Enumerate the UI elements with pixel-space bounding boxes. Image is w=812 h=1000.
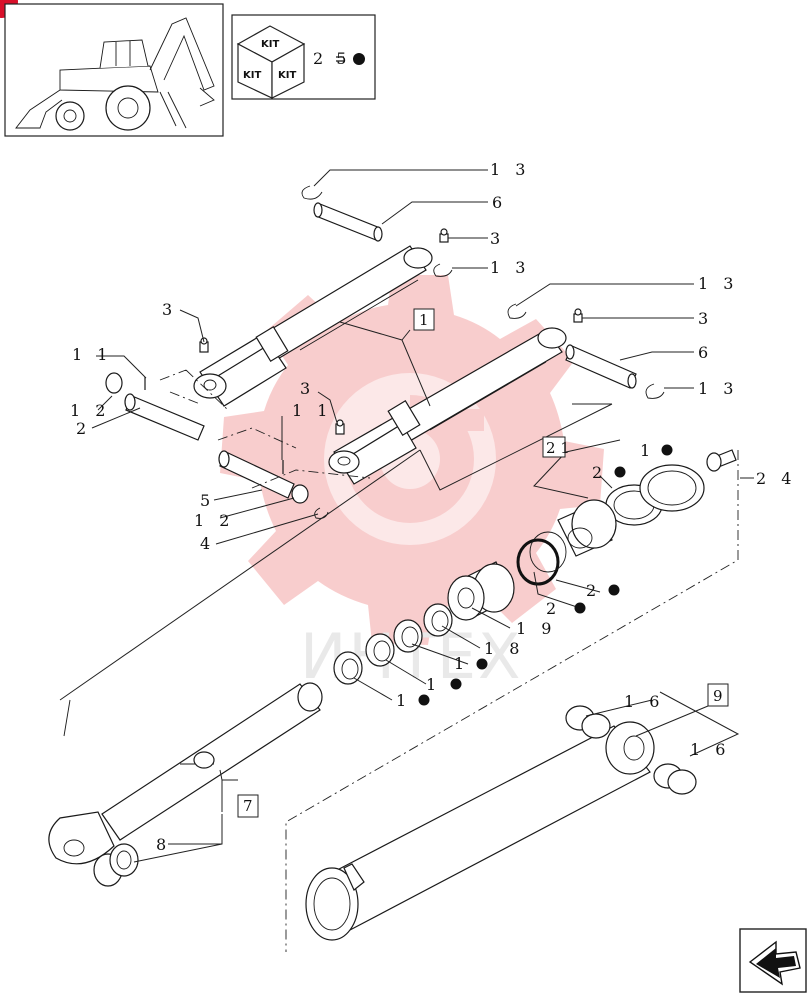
callout-13-second: 1 3 <box>490 258 530 277</box>
callout-21-boxed: 2 1 <box>546 439 570 457</box>
leader-lines <box>59 169 754 863</box>
cylinder-barrel <box>305 721 655 941</box>
callout-2-kit-a: 2 <box>592 463 607 482</box>
callout-6-right: 6 <box>698 343 713 362</box>
callout-8: 8 <box>156 835 171 854</box>
callout-2-kit-c: 2 <box>546 599 561 618</box>
circlip-13d <box>645 383 665 399</box>
kit-cube-label-right: KIT <box>278 70 296 81</box>
kit-panel-number: 2 5 <box>313 49 350 68</box>
callout-1-kit-c: 1 <box>426 675 441 694</box>
pin-6-upper <box>313 202 383 242</box>
callout-1-kit-a: 1 <box>640 441 655 460</box>
callout-12-mid: 1 2 <box>194 511 234 530</box>
callout-1-kit-d: 1 <box>396 691 411 710</box>
callout-3-top: 3 <box>490 229 505 248</box>
kit-cube-label-left: KIT <box>243 70 261 81</box>
upper-cylinder-right <box>328 327 567 485</box>
circlip-13b <box>433 263 453 277</box>
circlip-13c <box>507 303 527 319</box>
callout-6-top: 6 <box>492 193 507 212</box>
callout-3-right: 3 <box>698 309 713 328</box>
callout-13-right: 1 3 <box>698 274 738 293</box>
grease-nipple-3a <box>439 228 449 243</box>
callout-2-left: 2 <box>76 419 91 438</box>
pin-5 <box>218 450 295 499</box>
callout-24: 2 4 <box>756 469 796 488</box>
callout-3-mid: 3 <box>300 379 315 398</box>
callout-4: 4 <box>200 534 215 553</box>
callout-16-right: 1 6 <box>690 740 730 759</box>
assembly-boundary <box>285 450 739 952</box>
pin-2 <box>124 393 205 441</box>
circlip-13a <box>301 185 323 200</box>
callout-12-left: 1 2 <box>70 401 110 420</box>
callout-box-9 <box>707 683 729 707</box>
pin-6-lower <box>565 344 637 389</box>
machine-thumbnail <box>4 3 224 137</box>
callout-1-kit-b: 1 <box>454 654 469 673</box>
callout-7-boxed: 7 <box>243 797 253 815</box>
callout-18: 1 8 <box>484 639 524 658</box>
callout-11-left: 1 1 <box>72 345 112 364</box>
kit-dot-icons <box>418 444 673 706</box>
seal-kit <box>333 449 737 685</box>
callout-13-top: 1 3 <box>490 160 530 179</box>
kit-cube-icon: KIT KIT KIT <box>236 25 306 99</box>
callout-box-7 <box>237 794 259 818</box>
callout-9-boxed: 9 <box>713 687 723 705</box>
callout-1-boxed: 1 <box>419 311 429 329</box>
callout-box-1 <box>413 308 435 331</box>
callout-19: 1 9 <box>516 619 556 638</box>
bushing-12b <box>291 484 309 504</box>
kit-panel: KIT KIT KIT 2 5 <box>231 14 376 100</box>
kit-cube-label-top: KIT <box>261 39 279 50</box>
callout-3-left: 3 <box>162 300 177 319</box>
upper-cylinder-left <box>193 245 433 407</box>
next-page-arrow-icon[interactable] <box>739 928 807 993</box>
callout-5: 5 <box>200 491 215 510</box>
callout-11-mid: 1 1 <box>292 401 332 420</box>
piston-rod <box>48 682 323 865</box>
callout-16-top: 1 6 <box>624 692 664 711</box>
kit-dot-icon <box>353 53 365 65</box>
bushing-8 <box>93 843 139 887</box>
grease-nipple-3b <box>573 308 583 323</box>
callout-2-kit-b: 2 <box>586 581 601 600</box>
bushing-12a <box>105 372 123 394</box>
callout-box-21 <box>542 436 566 458</box>
callout-13-lower: 1 3 <box>698 379 738 398</box>
